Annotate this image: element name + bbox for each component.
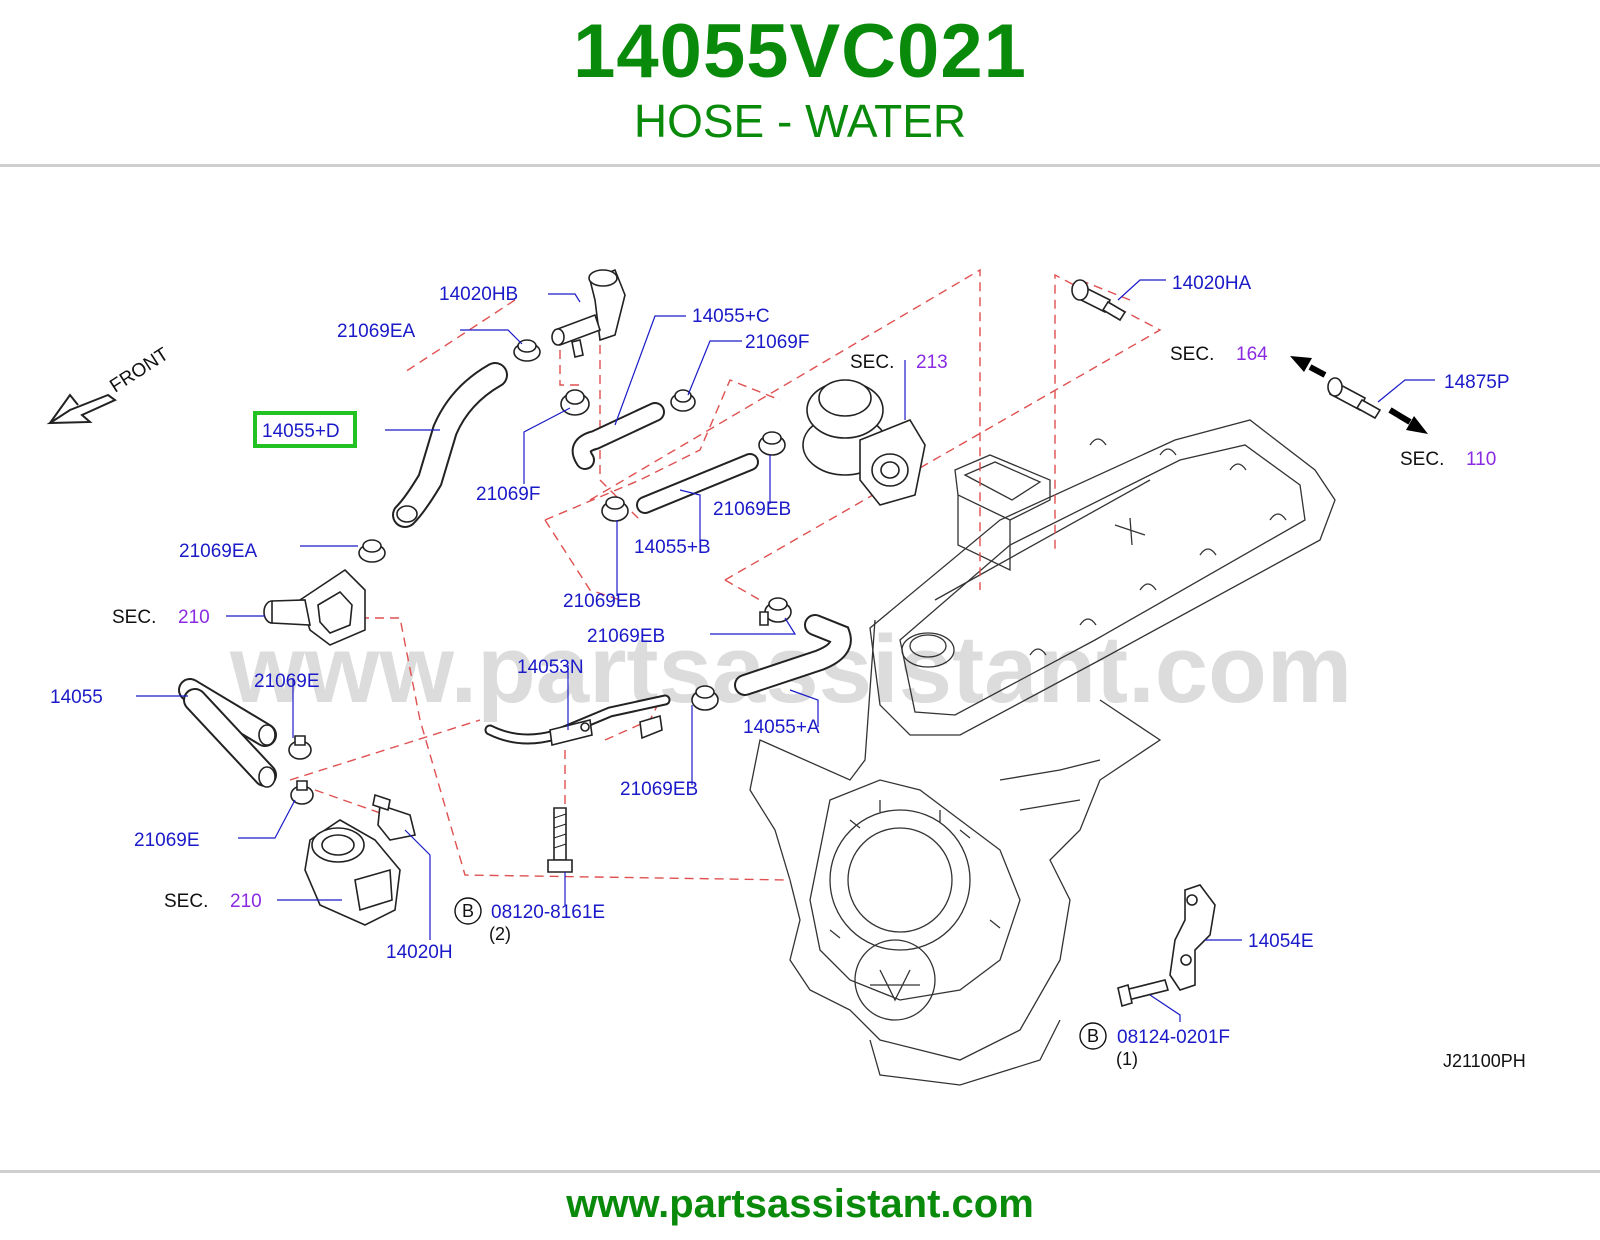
part-name-subtitle: HOSE - WATER [633, 95, 967, 147]
label-21069EB-1[interactable]: 21069EB [713, 499, 791, 520]
clamp-21069E-bottom[interactable] [290, 780, 314, 805]
label-14055-A[interactable]: 14055+A [743, 717, 820, 738]
arrow-to-sec-164 [1290, 356, 1327, 378]
clamp-21069EB-2[interactable] [601, 496, 629, 522]
clamp-21069F-bottom[interactable] [560, 389, 590, 416]
sensor-14875P[interactable] [1327, 377, 1382, 420]
component-sec-210-top [263, 568, 366, 646]
clamp-21069EB-3[interactable] [759, 597, 792, 626]
bolt-circle-1-letter: B [462, 901, 474, 921]
label-14020HB[interactable]: 14020HB [439, 284, 518, 305]
sec-word-210-bottom: SEC. [164, 891, 208, 912]
arrow-to-sec-110 [1388, 407, 1428, 434]
bolt2-qty: (1) [1116, 1049, 1138, 1069]
label-14055-C[interactable]: 14055+C [692, 306, 770, 327]
label-21069EA-top[interactable]: 21069EA [337, 321, 416, 342]
label-21069F-top[interactable]: 21069F [745, 332, 809, 353]
clamp-21069EB-1[interactable] [758, 431, 786, 456]
clamp-21069F-top[interactable] [670, 389, 696, 412]
label-21069E-bottom[interactable]: 21069E [134, 830, 200, 851]
leader-lines [136, 279, 1435, 1022]
part-labels: 14020HB 21069EA 14055+C 21069F 14055+D 2… [50, 273, 1526, 1071]
label-21069F-bottom[interactable]: 21069F [476, 484, 540, 505]
page-header: 14055VC021 HOSE - WATER [0, 0, 1600, 168]
label-21069E-top[interactable]: 21069E [254, 671, 320, 692]
drawing-code: J21100PH [1443, 1051, 1526, 1071]
bolt-08120-8161E[interactable] [547, 807, 573, 873]
sensor-14020HA[interactable] [1071, 279, 1127, 322]
label-21069EB-3[interactable]: 21069EB [587, 626, 665, 647]
clamp-21069E-top[interactable] [288, 735, 312, 760]
label-14020HA[interactable]: 14020HA [1172, 273, 1252, 294]
footer-website-link[interactable]: www.partsassistant.com [566, 1182, 1034, 1226]
label-14055-D[interactable]: 14055+D [262, 421, 340, 442]
sensor-14020H[interactable] [372, 793, 416, 841]
component-sec-210-bottom [304, 819, 401, 926]
label-08124-0201F[interactable]: 08124-0201F [1117, 1027, 1230, 1048]
label-08120-8161E[interactable]: 08120-8161E [491, 902, 605, 923]
sec-word-210-top: SEC. [112, 607, 156, 628]
clamp-21069EA-top[interactable] [513, 339, 541, 362]
bolt-circle-2 [1079, 1022, 1107, 1050]
part-number-title: 14055VC021 [573, 9, 1027, 94]
hose-14055-B[interactable] [636, 453, 759, 514]
sec-110-number[interactable]: 110 [1466, 449, 1496, 470]
hose-14055-C[interactable] [571, 402, 665, 470]
header-divider [0, 164, 1600, 167]
sec-word-110: SEC. [1400, 449, 1444, 470]
bolt-circle-1 [454, 897, 482, 925]
label-21069EB-4[interactable]: 21069EB [620, 779, 698, 800]
hose-14055-D[interactable] [392, 362, 508, 528]
clamp-21069EA-bottom[interactable] [358, 539, 386, 563]
label-14875P[interactable]: 14875P [1444, 372, 1510, 393]
bolt1-qty: (2) [489, 924, 511, 944]
clamp-21069EB-4[interactable] [691, 685, 719, 711]
sec-word-164: SEC. [1170, 344, 1214, 365]
pipe-14053N[interactable] [484, 694, 671, 746]
bolt-08124-0201F[interactable] [1117, 979, 1170, 1008]
bolt-circle-2-letter: B [1087, 1026, 1099, 1046]
sec-word-213: SEC. [850, 352, 894, 373]
sec-210-top-number[interactable]: 210 [178, 607, 210, 628]
label-14054E[interactable]: 14054E [1248, 931, 1314, 952]
fitting-14020HB[interactable] [551, 268, 626, 358]
label-14055-B[interactable]: 14055+B [634, 537, 711, 558]
sec-164-number[interactable]: 164 [1236, 344, 1268, 365]
component-sec-213 [802, 379, 926, 506]
label-14053N[interactable]: 14053N [517, 657, 584, 678]
engine-assembly [749, 419, 1336, 1086]
footer-divider [0, 1170, 1600, 1173]
label-14055[interactable]: 14055 [50, 687, 103, 708]
hose-14055-A[interactable] [734, 614, 852, 696]
sec-210-bottom-number[interactable]: 210 [230, 891, 262, 912]
label-21069EA-bottom[interactable]: 21069EA [179, 541, 258, 562]
bracket-14054E[interactable] [1169, 884, 1216, 991]
label-21069EB-2[interactable]: 21069EB [563, 591, 641, 612]
label-14020H[interactable]: 14020H [386, 942, 453, 963]
sec-213-number[interactable]: 213 [916, 352, 948, 373]
hose-14055[interactable] [178, 678, 277, 788]
highlight-box-14055-D [253, 411, 357, 448]
